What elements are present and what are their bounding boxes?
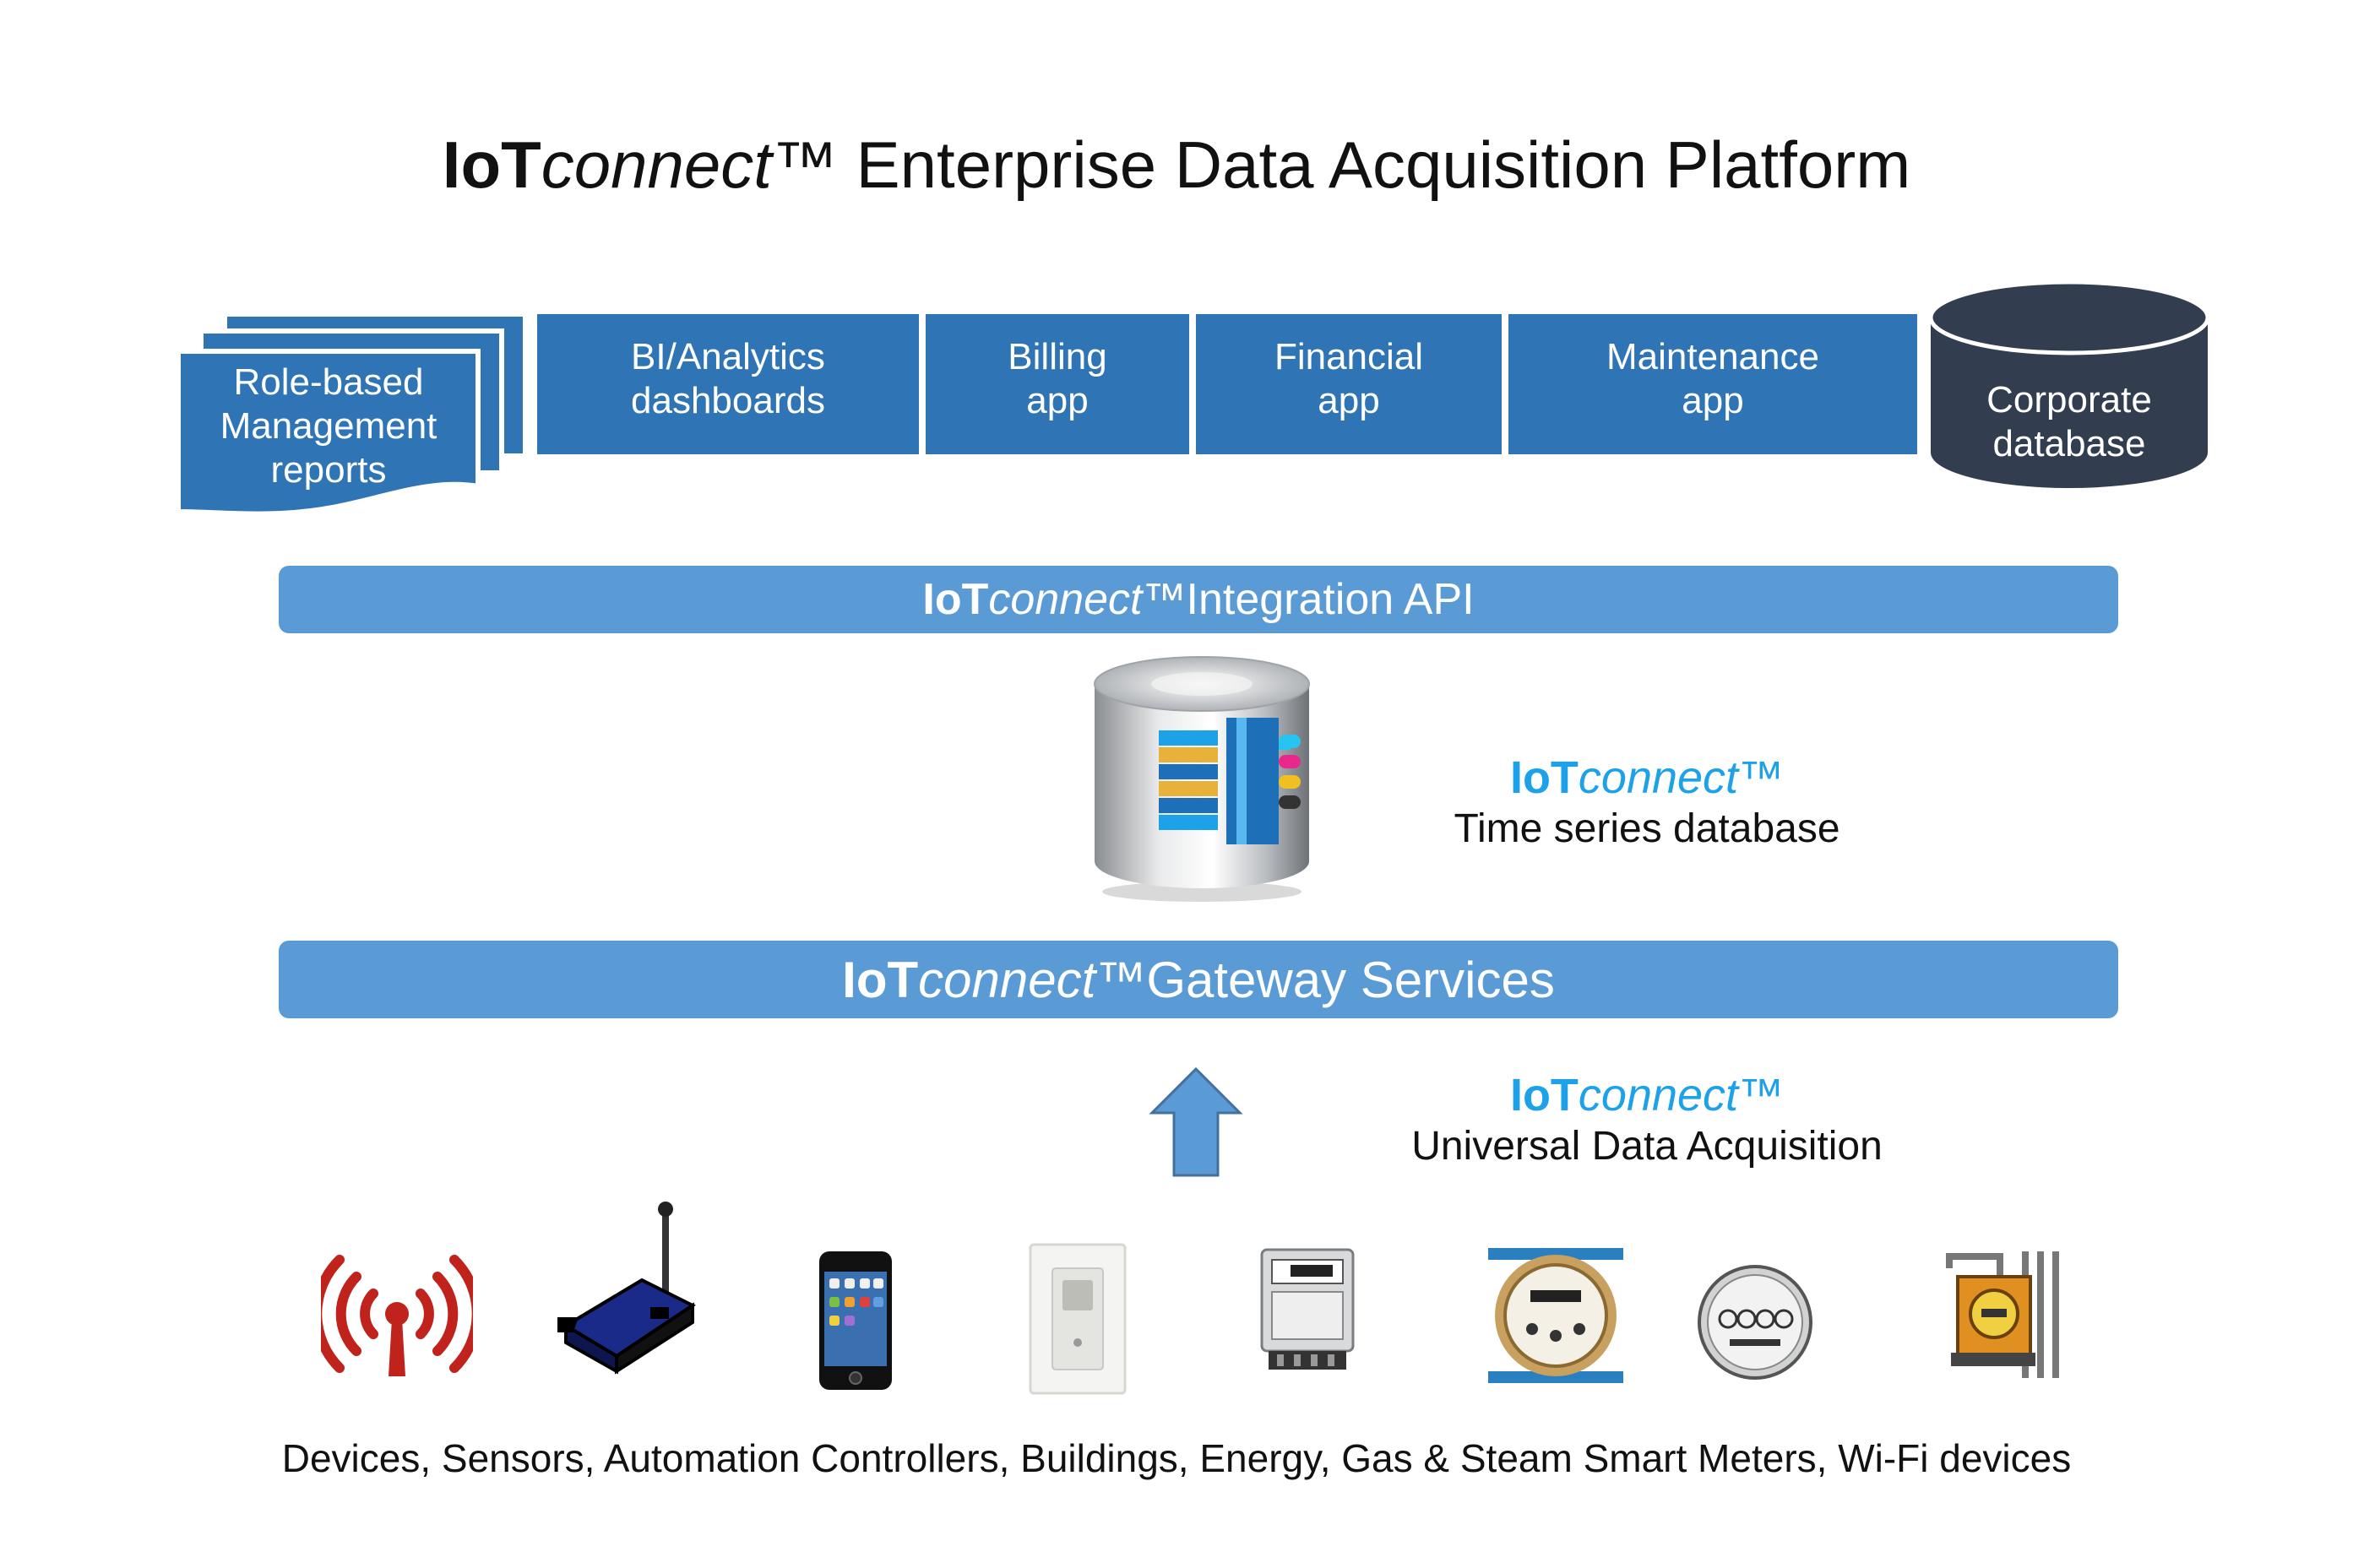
gas-meter-icon <box>1946 1251 2059 1378</box>
gateway-services-bar: IoTconnect™ Gateway Services <box>279 941 2118 1018</box>
wireless-signal-icon <box>321 1255 473 1376</box>
device-icons-row <box>0 1199 2353 1402</box>
smartphone-icon <box>819 1251 892 1390</box>
time-series-database-graphic <box>1083 650 1321 903</box>
analog-electric-meter-icon <box>1698 1265 1812 1380</box>
reports-label: Role-based Management reports <box>220 361 437 491</box>
light-switch-icon <box>1029 1243 1127 1395</box>
data-flow-arrow <box>1149 1066 1243 1179</box>
acquisition-label: IoTconnect™ Universal Data Acquisition <box>1411 1070 1883 1169</box>
reports-document-stack: Role-based Management reports <box>176 312 530 532</box>
database-cylinder-icon <box>1928 279 2210 488</box>
devices-caption: Devices, Sensors, Automation Controllers… <box>281 1436 2072 1480</box>
sensor-transmitter-icon <box>557 1202 696 1375</box>
document-stack-icon <box>176 312 528 517</box>
time-series-database-icon <box>1094 656 1310 902</box>
integration-api-bar: IoTconnect™ Integration API <box>279 566 2118 633</box>
water-meter-icon <box>1488 1248 1623 1383</box>
page-title: IoTconnect™ Enterprise Data Acquisition … <box>442 128 1911 202</box>
title-brand: IoTconnect™ <box>442 128 838 202</box>
up-arrow-icon <box>1149 1066 1243 1177</box>
time-series-label: IoTconnect™ Time series database <box>1454 752 1840 851</box>
electric-meter-icon <box>1260 1248 1355 1370</box>
